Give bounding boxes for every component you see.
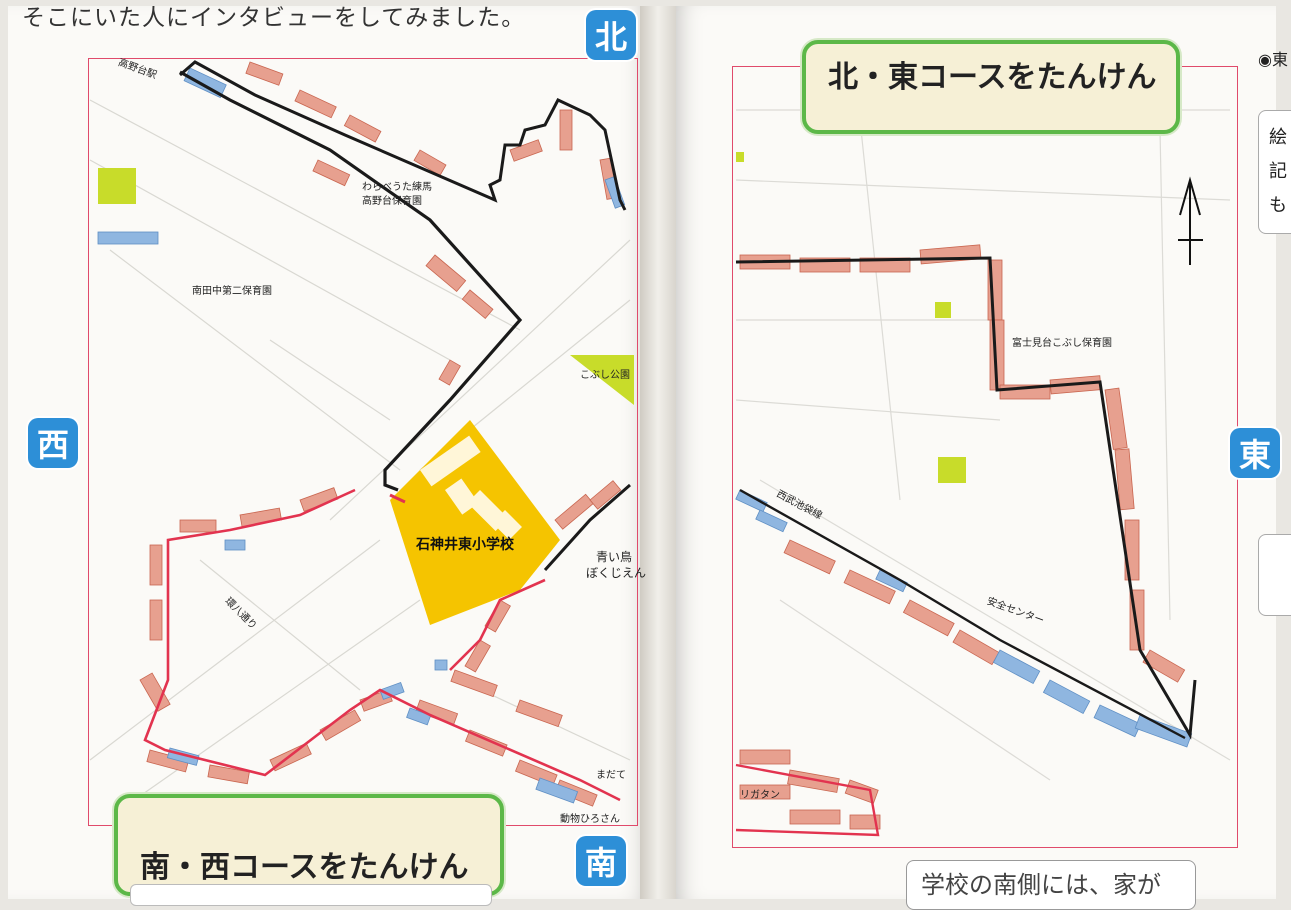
route-red-entry bbox=[389, 493, 406, 504]
label-nursery-1b: 高野台保育園 bbox=[362, 196, 422, 207]
sidebar-box-2 bbox=[1258, 534, 1291, 616]
route-black-east bbox=[735, 256, 1197, 740]
route-black-railway bbox=[739, 488, 1186, 740]
compass-south: 南 bbox=[576, 836, 626, 886]
green-area bbox=[98, 168, 136, 204]
sidebar-char-3: も bbox=[1269, 195, 1287, 216]
page-heading: そこにいた人にインタビューをしてみました。 bbox=[22, 5, 526, 31]
label-nursery-2: 南田中第二保育園 bbox=[192, 286, 272, 297]
route-red-west bbox=[143, 488, 621, 802]
route-red-south bbox=[449, 578, 546, 671]
sidebar-dot: ◉東 bbox=[1258, 50, 1288, 69]
green-area-right-1 bbox=[935, 302, 951, 318]
label-nursery-3: 富士見台こぶし保育園 bbox=[1012, 338, 1112, 349]
bottom-note-strip bbox=[130, 884, 492, 906]
course-south-west-label: 南・西コースをたんけん bbox=[140, 850, 469, 885]
houses-blue-right bbox=[735, 489, 1193, 748]
route-red-east bbox=[735, 763, 880, 837]
label-park: こぶし公園 bbox=[580, 370, 630, 381]
label-farm-1: 青い鳥 bbox=[596, 550, 633, 564]
green-area-right-2 bbox=[938, 457, 966, 483]
label-farm-2: ぼくじえん bbox=[586, 566, 647, 580]
school-label: 石神井東小学校 bbox=[416, 537, 514, 553]
route-black-south bbox=[543, 483, 631, 572]
left-page bbox=[8, 6, 648, 899]
book-gutter bbox=[640, 6, 680, 899]
sidebar-char-2: 記 bbox=[1269, 161, 1287, 182]
compass-east: 東 bbox=[1230, 428, 1280, 478]
label-south-1: まだて bbox=[596, 770, 626, 781]
bottom-caption: 学校の南側には、家が bbox=[906, 860, 1196, 910]
school-buildings bbox=[420, 435, 522, 540]
route-black-north bbox=[179, 60, 627, 211]
course-north-east-label: 北・東コースをたんけん bbox=[828, 60, 1157, 95]
label-nursery-1: わらべうた練馬 bbox=[362, 182, 432, 193]
park-area bbox=[570, 355, 634, 405]
houses-red-right bbox=[739, 244, 1186, 830]
sidebar-box: 絵 記 も bbox=[1258, 110, 1291, 234]
north-symbol bbox=[1178, 176, 1203, 265]
route-black-west bbox=[179, 70, 523, 492]
course-north-east: 北・東コースをたんけん bbox=[802, 40, 1180, 134]
label-south-2: 動物ひろさん bbox=[560, 814, 620, 825]
sidebar-char-1: 絵 bbox=[1269, 127, 1287, 148]
compass-north: 北 bbox=[586, 10, 636, 60]
compass-west: 西 bbox=[28, 418, 78, 468]
green-area-right-3 bbox=[736, 152, 744, 162]
label-south-3: リガタン bbox=[740, 790, 780, 801]
course-south-west: 南・西コースをたんけん bbox=[114, 794, 504, 896]
houses-red-left bbox=[139, 61, 622, 807]
